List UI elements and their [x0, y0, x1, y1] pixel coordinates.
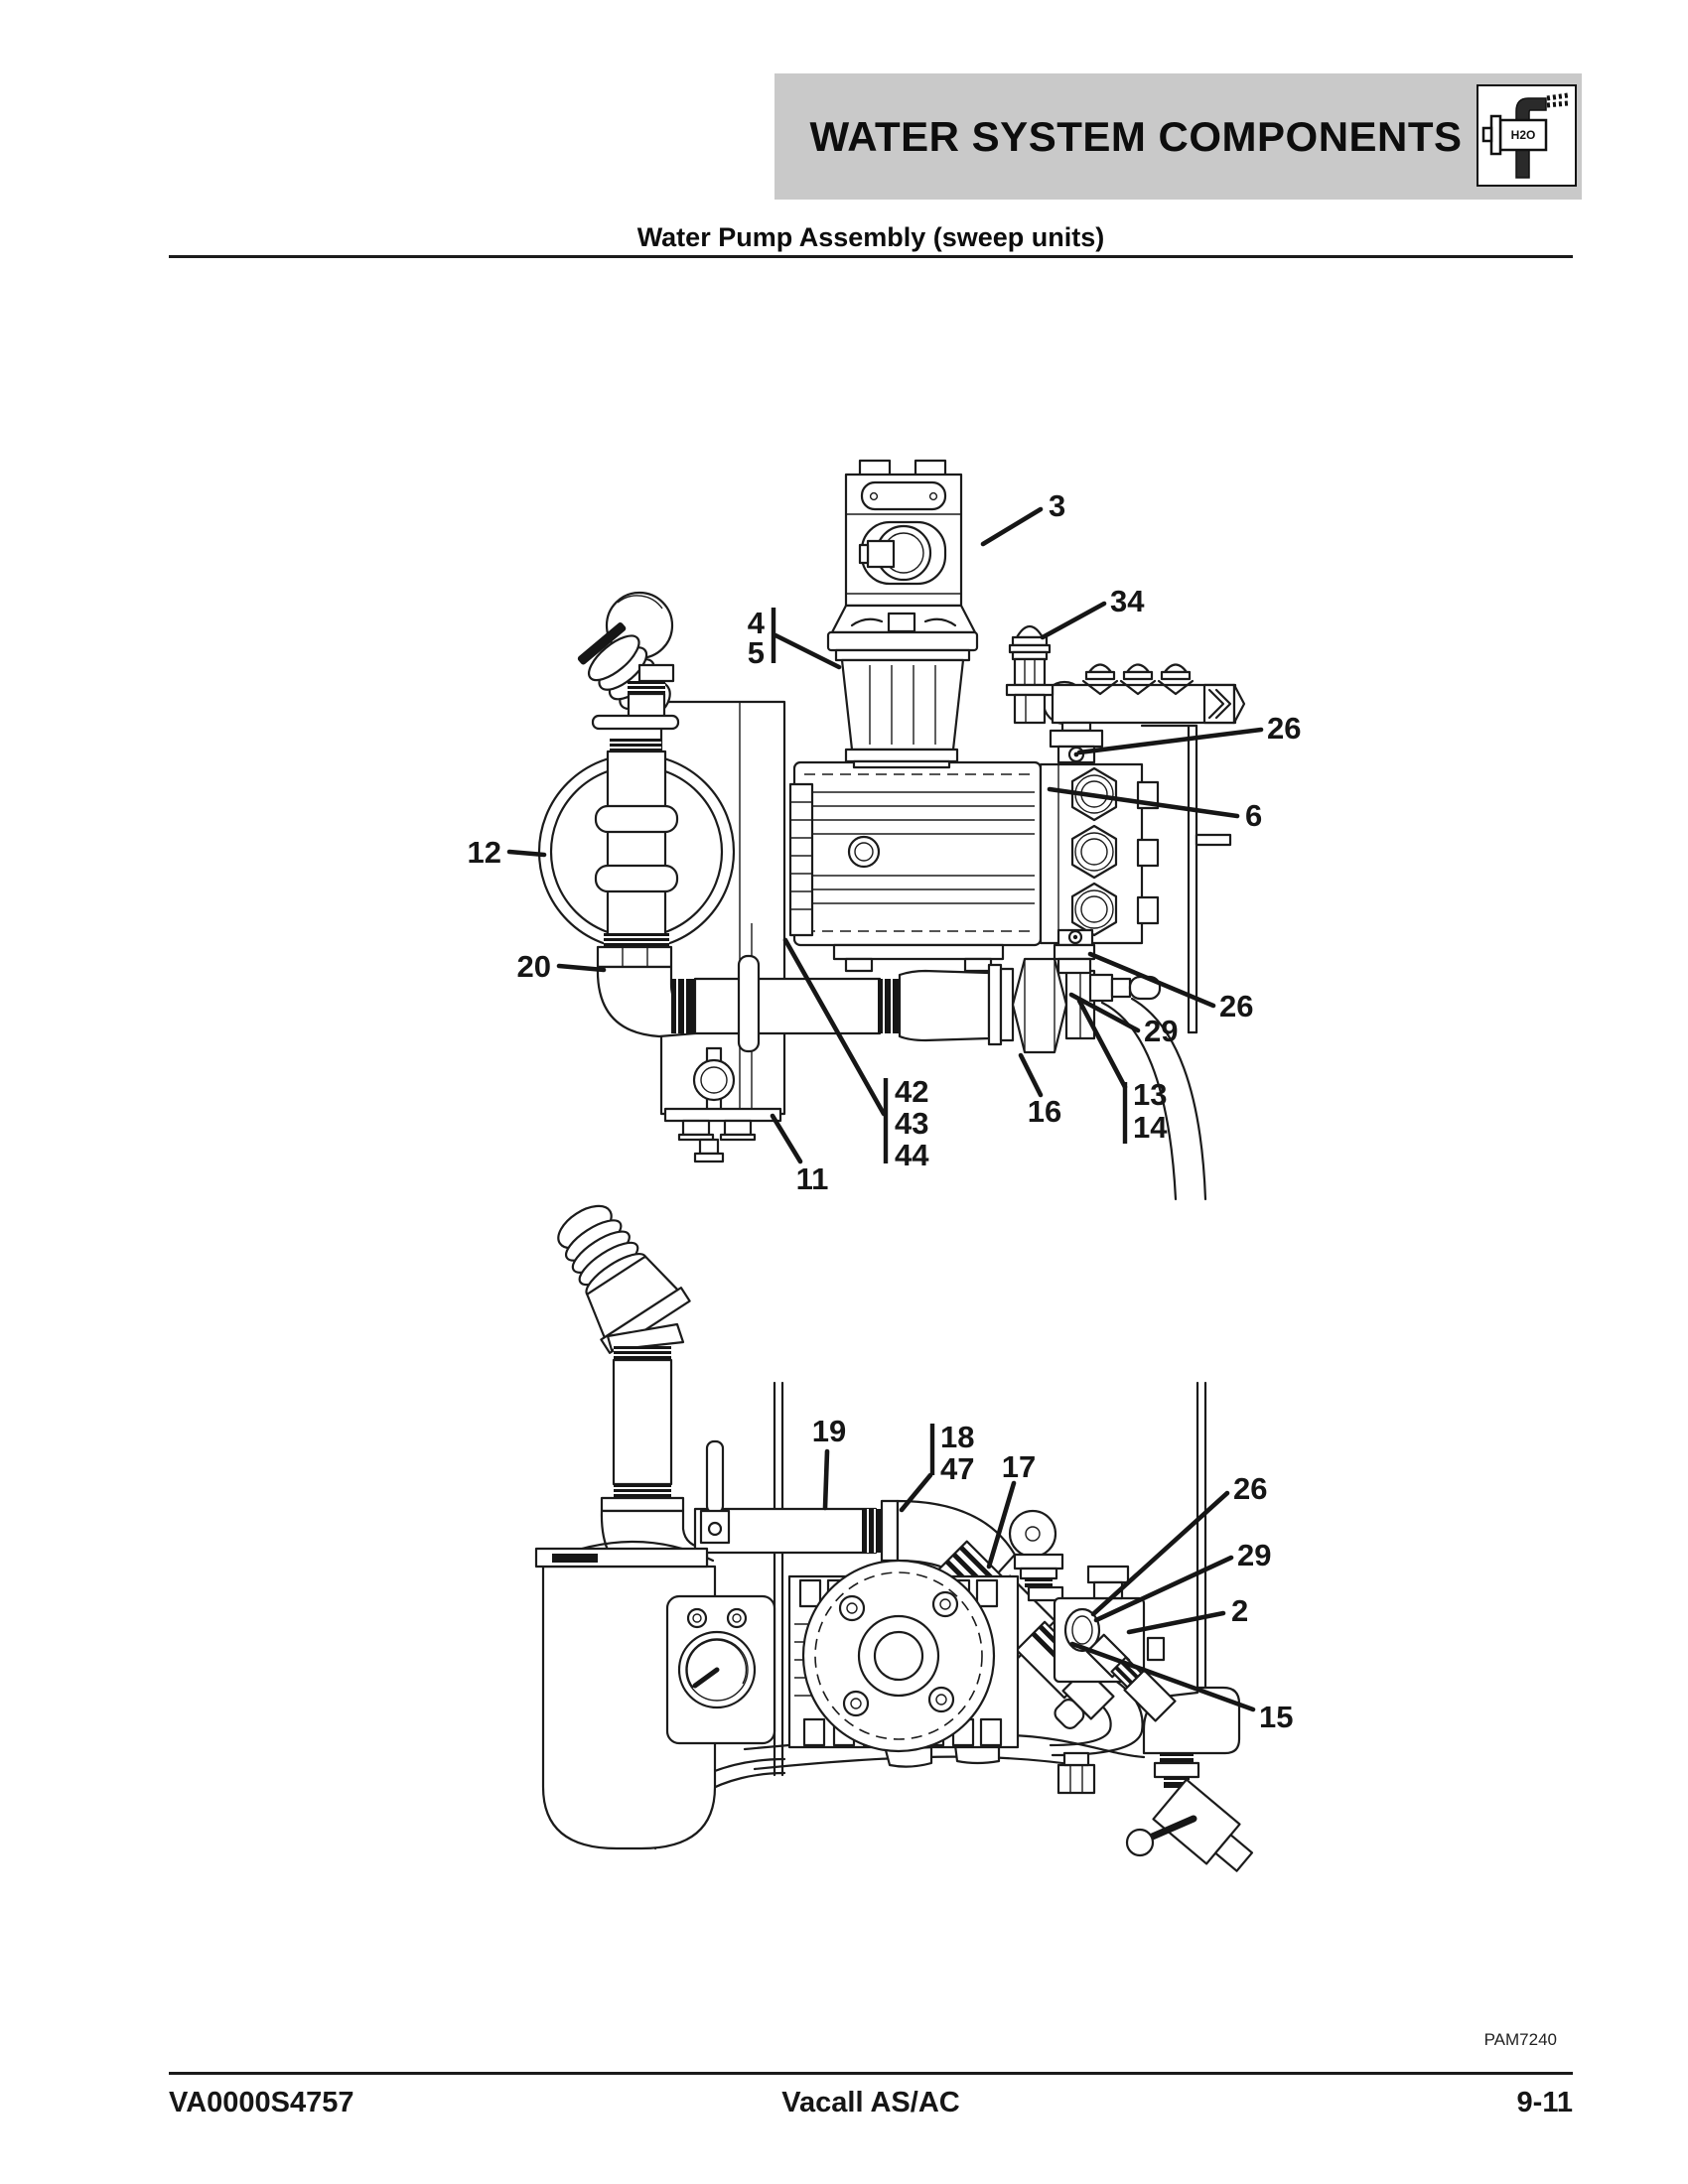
thread-band-5 [878, 979, 900, 1033]
callout-11: 11 [796, 1161, 829, 1196]
callout-43: 43 [895, 1106, 928, 1141]
section-banner: WATER SYSTEM COMPONENTS [774, 73, 1582, 200]
mounting-bracket [663, 1046, 782, 1163]
callout-29: 29 [1144, 1014, 1178, 1048]
upper-callouts: 3 4 5 34 26 6 12 20 26 29 13 14 16 [468, 488, 1302, 1196]
footer-page-number: 9-11 [1516, 2087, 1573, 2118]
thread-band-2 [610, 739, 661, 751]
h2o-pump-icon: H2O [1481, 92, 1569, 179]
figure-code: PAM7240 [1483, 2030, 1557, 2049]
callout-34: 34 [1110, 584, 1145, 618]
thread-band-d [1025, 1578, 1053, 1587]
callout-18: 18 [940, 1420, 974, 1454]
callout-16: 16 [1028, 1094, 1061, 1129]
callout-3: 3 [1049, 488, 1065, 523]
callout-2: 2 [1231, 1593, 1248, 1628]
figure-subtitle: Water Pump Assembly (sweep units) [636, 222, 1105, 252]
icon-h2o-text: H2O [1511, 128, 1536, 142]
water-section-icon: H2O [1477, 84, 1577, 187]
callout-4: 4 [748, 606, 766, 640]
page-title: WATER SYSTEM COMPONENTS [809, 112, 1463, 160]
valve-caps [1081, 663, 1195, 696]
callout-29: 29 [1237, 1538, 1271, 1572]
thread-band-top [628, 681, 665, 694]
filter-and-gauge [534, 1439, 776, 1850]
fitting-34 [1005, 624, 1055, 725]
callout-15: 15 [1259, 1700, 1293, 1734]
callout-26: 26 [1233, 1471, 1267, 1506]
callout-19: 19 [812, 1414, 846, 1448]
drain-valve [1056, 1751, 1254, 1872]
callout-13: 13 [1133, 1077, 1167, 1112]
lower-suction-hose [557, 1204, 709, 1584]
thread-band-c [862, 1509, 882, 1553]
thread-band-a [614, 1346, 671, 1360]
lower-callouts: 19 18 47 17 26 29 2 15 [812, 1414, 1294, 1734]
lower-assembly-drawing [534, 1204, 1254, 1872]
return-elbow-assembly [1053, 928, 1207, 1201]
callout-5: 5 [748, 635, 765, 670]
callout-26b: 26 [1219, 989, 1253, 1024]
upper-assembly-drawing [537, 459, 1246, 1201]
callout-17: 17 [1002, 1449, 1036, 1484]
callout-12: 12 [468, 835, 501, 870]
suction-hose-assembly [577, 591, 680, 969]
thread-band-4 [671, 979, 695, 1033]
callout-44: 44 [895, 1138, 929, 1172]
lower-pump [787, 1559, 1020, 1753]
callout-6: 6 [1245, 798, 1262, 833]
top-rule [169, 255, 1573, 258]
callout-14: 14 [1133, 1110, 1168, 1145]
callout-42: 42 [895, 1074, 928, 1109]
thread-band-e [1160, 1753, 1194, 1763]
footer-rule [169, 2072, 1573, 2075]
callout-20: 20 [517, 949, 551, 984]
thread-band-3 [604, 933, 669, 947]
footer-doc-number: VA0000S4757 [169, 2087, 354, 2118]
footer-model: Vacall AS/AC [781, 2087, 960, 2118]
hydraulic-motor [826, 459, 979, 769]
callout-26a: 26 [1267, 711, 1301, 746]
thread-band-b [614, 1484, 671, 1498]
callout-47: 47 [940, 1451, 974, 1486]
